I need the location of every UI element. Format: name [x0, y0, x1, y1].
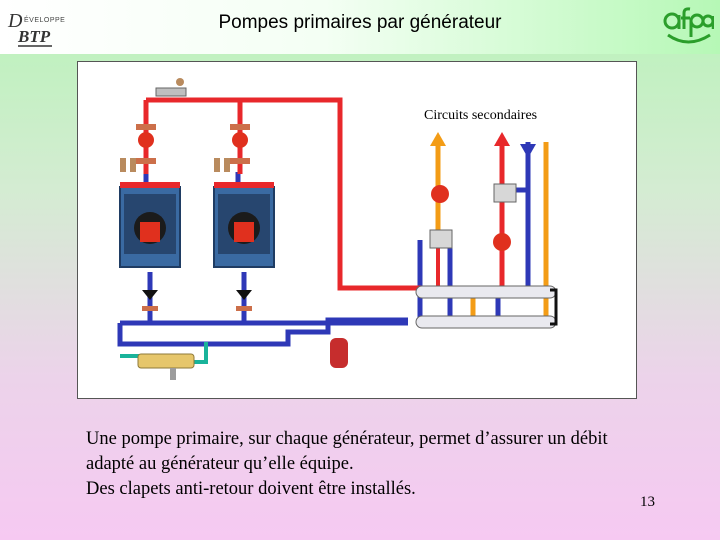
three-way-valve-2	[429, 229, 453, 249]
body-line-2: adapté au générateur qu’elle équipe.	[86, 454, 354, 474]
developpement-btp-logo: D ÉVELOPPE BTP	[8, 10, 66, 47]
hydraulic-diagram: Circuits secondaires	[77, 61, 637, 399]
check-valve-1	[142, 290, 158, 311]
check-valve-2	[236, 290, 252, 311]
flow-arrows	[430, 132, 536, 158]
primary-pump-1	[136, 124, 156, 164]
body-line-1: Une pompe primaire, sur chaque générateu…	[86, 429, 608, 449]
header-band	[0, 0, 720, 54]
afpa-logo	[662, 5, 715, 51]
body-line-3: Des clapets anti-retour doivent être ins…	[86, 479, 416, 499]
air-vent	[155, 78, 187, 97]
boiler-1	[119, 182, 181, 268]
page-number: 13	[640, 494, 655, 510]
filling-unit	[137, 353, 195, 380]
three-way-valve-1	[493, 183, 517, 203]
expansion-vessel	[330, 338, 348, 368]
secondary-pump-2	[493, 233, 511, 251]
primary-pump-2	[230, 124, 250, 164]
body-text: Une pompe primaire, sur chaque générateu…	[86, 427, 686, 502]
collectors	[415, 285, 558, 329]
boiler-2	[213, 182, 275, 268]
return-pipes	[117, 142, 531, 347]
safety-valves	[120, 158, 230, 172]
circuits-secondaires-label: Circuits secondaires	[424, 108, 538, 123]
page-title: Pompes primaires par générateur	[218, 12, 502, 33]
secondary-pump-1	[431, 185, 449, 203]
